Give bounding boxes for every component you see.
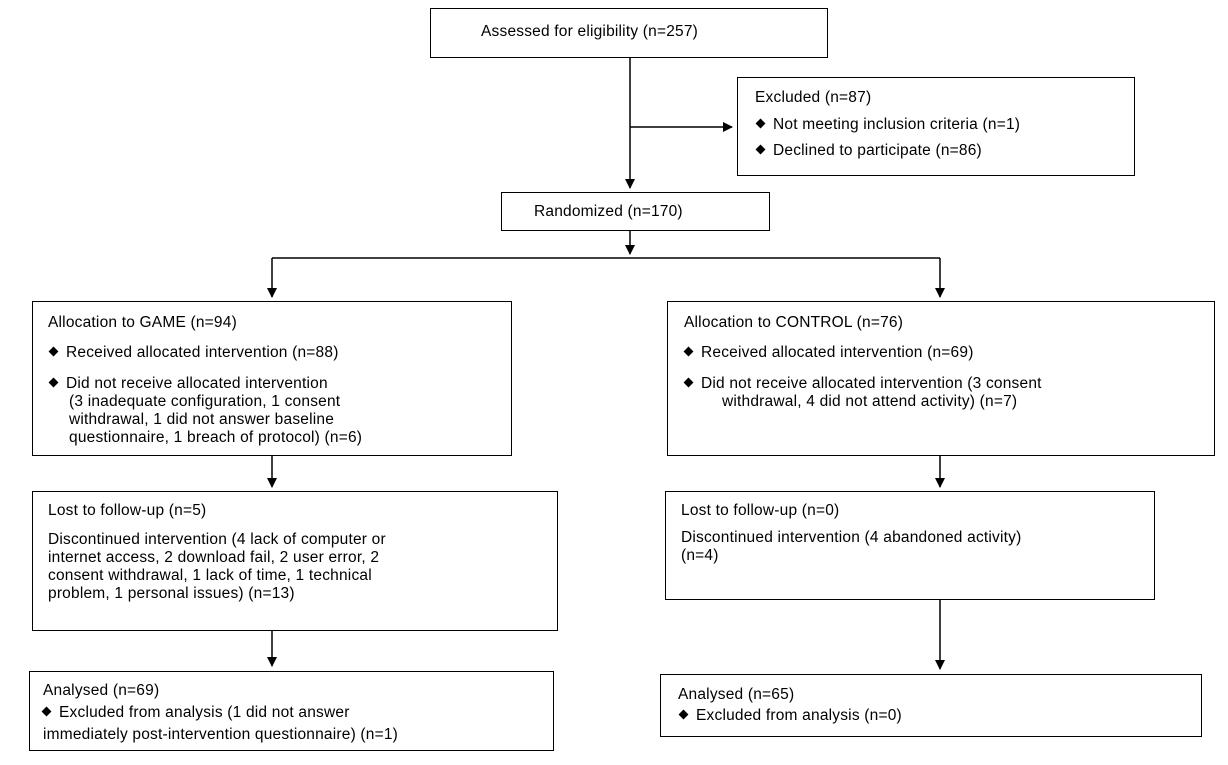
control-analysed-title: Analysed (n=65) <box>678 686 795 703</box>
control-lost-followup: Lost to follow-up (n=0) <box>681 502 840 519</box>
bullet-icon <box>755 118 766 129</box>
excluded-title: Excluded (n=87) <box>755 89 872 106</box>
game-allocation-box: Allocation to GAME (n=94) Received alloc… <box>32 301 512 456</box>
game-followup-box: Lost to follow-up (n=5) Discontinued int… <box>32 491 558 631</box>
game-analysed-title: Analysed (n=69) <box>43 682 160 699</box>
control-excluded-analysis: Excluded from analysis (n=0) <box>678 706 902 726</box>
control-not-received-line: withdrawal, 4 did not attend activity) (… <box>722 393 1018 410</box>
bullet-icon <box>678 709 689 720</box>
assessed-box: Assessed for eligibility (n=257) <box>430 8 828 58</box>
randomized-box: Randomized (n=170) <box>501 192 770 231</box>
bullet-icon <box>48 377 59 388</box>
control-allocation-box: Allocation to CONTROL (n=76) Received al… <box>667 301 1215 456</box>
bullet-icon <box>48 346 59 357</box>
bullet-icon <box>755 144 766 155</box>
game-not-received-line: questionnaire, 1 breach of protocol) (n=… <box>69 429 363 446</box>
bullet-icon <box>683 377 694 388</box>
excluded-item: Not meeting inclusion criteria (n=1) <box>755 115 1020 135</box>
randomized-text: Randomized (n=170) <box>534 203 683 220</box>
excluded-item: Declined to participate (n=86) <box>755 141 982 161</box>
game-allocation-title: Allocation to GAME (n=94) <box>48 314 237 331</box>
game-analysed-box: Analysed (n=69) Excluded from analysis (… <box>29 671 554 751</box>
control-followup-box: Lost to follow-up (n=0) Discontinued int… <box>665 491 1155 600</box>
game-discontinued-line: Discontinued intervention (4 lack of com… <box>48 531 386 548</box>
game-not-received-line: withdrawal, 1 did not answer baseline <box>69 411 335 428</box>
control-received: Received allocated intervention (n=69) <box>683 343 974 363</box>
game-lost-followup: Lost to follow-up (n=5) <box>48 502 207 519</box>
bullet-icon <box>683 346 694 357</box>
control-allocation-title: Allocation to CONTROL (n=76) <box>684 314 904 331</box>
game-discontinued-line: problem, 1 personal issues) (n=13) <box>48 585 295 602</box>
game-discontinued-line: consent withdrawal, 1 lack of time, 1 te… <box>48 567 372 584</box>
control-discontinued-line: (n=4) <box>681 547 719 564</box>
bullet-icon <box>41 706 52 717</box>
game-discontinued-line: internet access, 2 download fail, 2 user… <box>48 549 380 566</box>
assessed-text: Assessed for eligibility (n=257) <box>481 23 699 40</box>
game-excluded-analysis: Excluded from analysis (1 did not answer <box>41 703 350 723</box>
game-excluded-analysis-line: immediately post-intervention questionna… <box>43 726 399 743</box>
excluded-box: Excluded (n=87) Not meeting inclusion cr… <box>737 77 1135 176</box>
game-received: Received allocated intervention (n=88) <box>48 343 339 363</box>
control-analysed-box: Analysed (n=65) Excluded from analysis (… <box>660 674 1202 737</box>
control-not-received: Did not receive allocated intervention (… <box>683 374 1042 394</box>
game-not-received: Did not receive allocated intervention <box>48 374 328 394</box>
control-discontinued-line: Discontinued intervention (4 abandoned a… <box>681 529 1022 546</box>
game-not-received-line: (3 inadequate configuration, 1 consent <box>69 393 341 410</box>
